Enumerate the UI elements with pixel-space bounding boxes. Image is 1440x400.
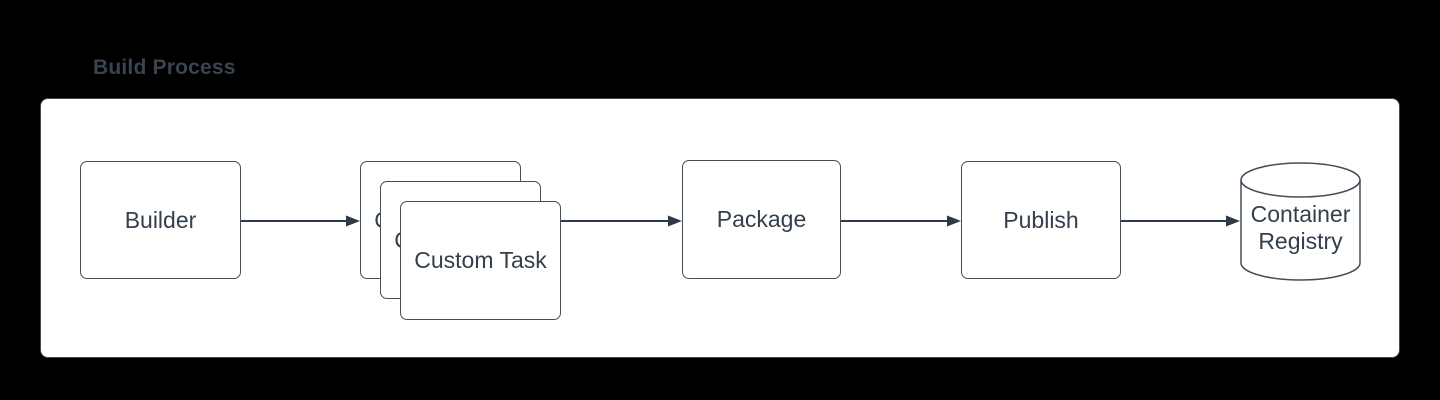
node-publish[interactable]: Publish [961,161,1121,279]
edge-builder-to-custom-task [241,215,360,227]
node-package-label: Package [716,206,807,232]
diagram-panel: Builder Custom Task Custom Task Custom T… [40,98,1400,358]
edge-publish-to-container-registry [1121,215,1240,227]
node-custom-task[interactable]: Custom Task [400,201,561,320]
edge-package-to-publish [841,215,961,227]
node-custom-task-label: Custom Task [414,247,547,273]
node-container-registry-label: Container Registry [1250,201,1351,254]
node-container-registry[interactable]: Container Registry [1240,162,1361,281]
node-builder-label: Builder [124,206,197,233]
node-builder[interactable]: Builder [80,161,241,279]
diagram-title: Build Process [93,56,236,79]
node-publish-label: Publish [1003,206,1079,233]
cylinder-shape-icon [1240,162,1361,281]
node-package[interactable]: Package [682,160,841,279]
edge-custom-task-to-package [561,215,682,227]
